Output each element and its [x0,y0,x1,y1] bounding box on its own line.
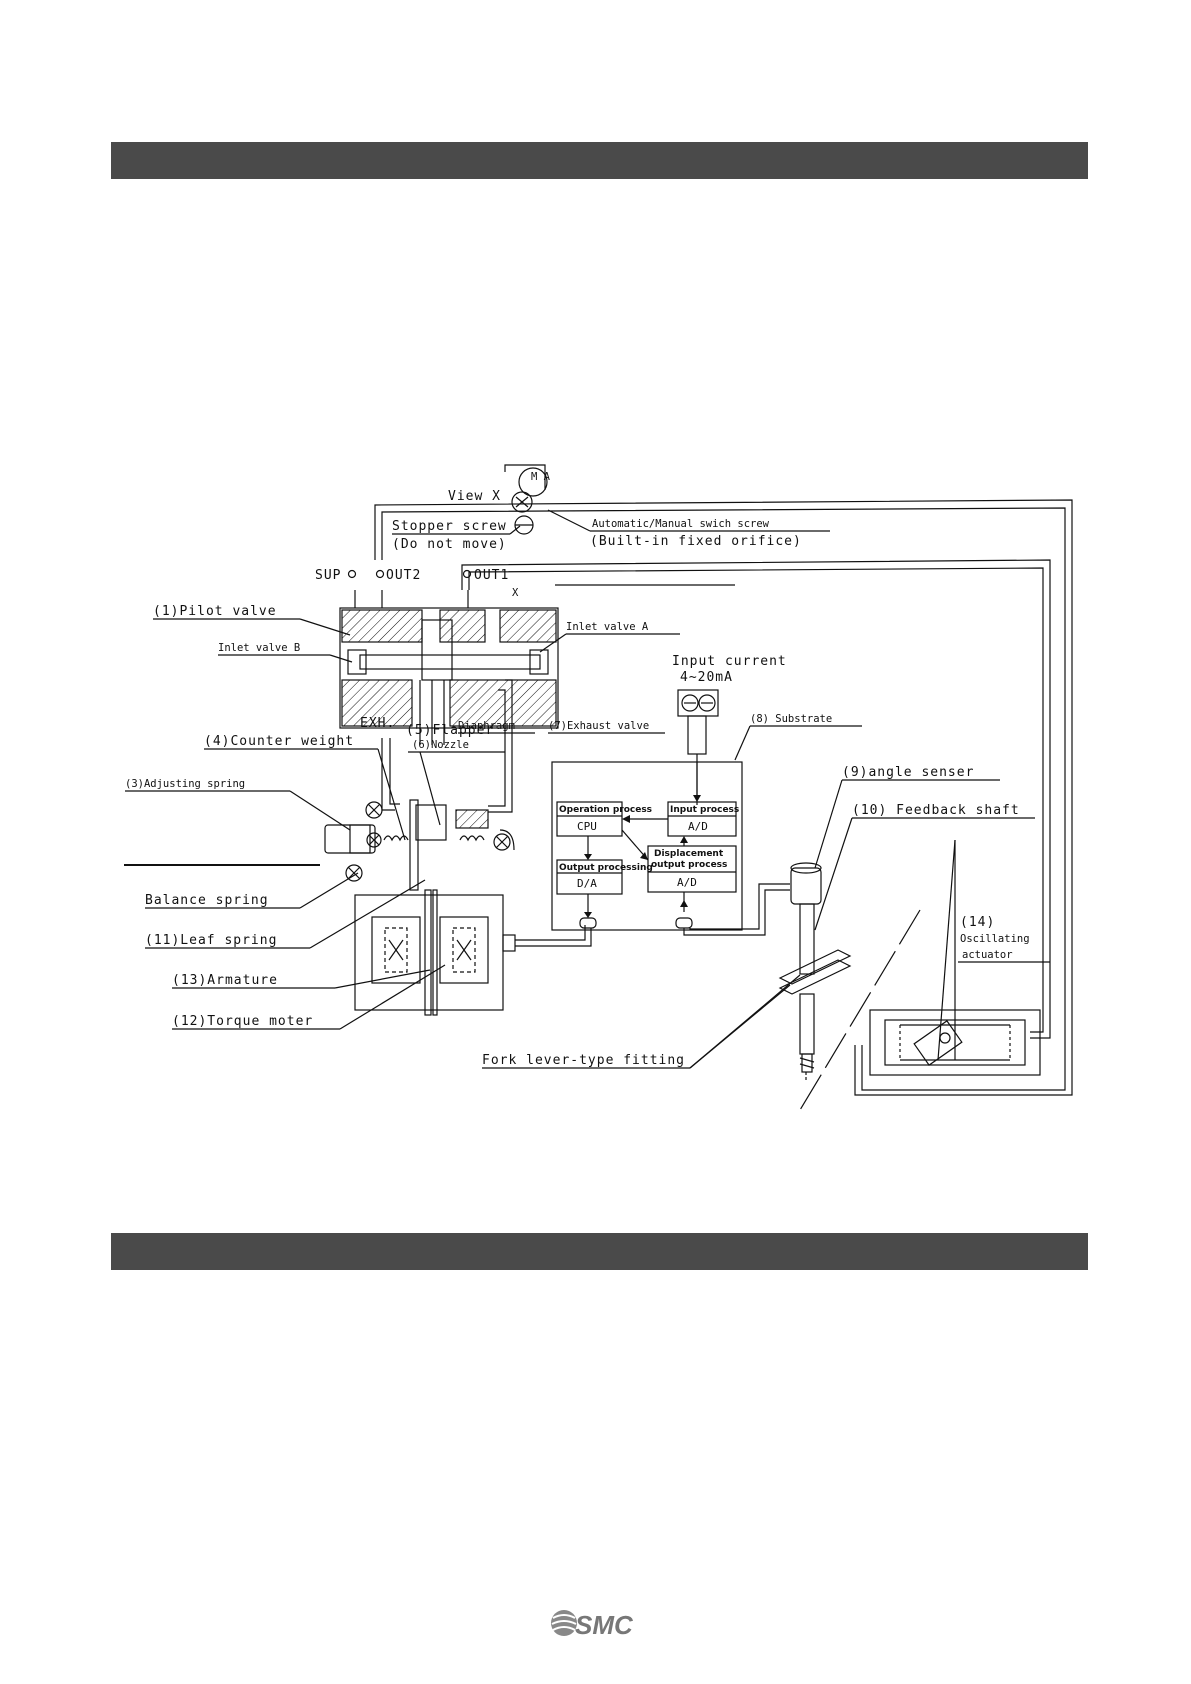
section-header-bar-top [111,142,1088,179]
leaf-spring-label: (11)Leaf spring [145,933,277,948]
operation-process-value: CPU [577,820,597,833]
inlet-valve-a-label: Inlet valve A [566,621,649,633]
pilot-valve-body [339,590,559,745]
oscillating-actuator [869,1009,1041,1076]
smc-logo: SMC [551,1610,634,1640]
do-not-move-label: (Do not move) [392,537,507,552]
counter-weight-label: (4)Counter weight [204,734,354,749]
smc-logo-text: SMC [575,1610,634,1640]
oscillating-label-1: Oscillating [960,933,1030,945]
angle-sensor-label: (9)angle senser [842,765,974,780]
oscillating-label-2: actuator [962,949,1013,961]
out2-port-label: OUT2 [386,568,421,583]
sup-port-label: SUP [315,568,341,583]
view-x-label: View X [448,489,501,504]
nozzle-label: (6)Nozzle [412,739,469,751]
flapper-nozzle-assembly [124,679,515,891]
displacement-title-2: output process [651,860,727,870]
input-current-label: Input current [672,654,787,669]
torque-motor-label: (12)Torque moter [172,1014,313,1029]
oscillating-number-label: (14) [960,915,995,930]
fork-lever-label: Fork lever-type fitting [482,1053,685,1068]
out1-port-label: OUT1 [474,568,509,583]
section-header-bar-bottom [111,1233,1088,1270]
input-process-value: A/D [688,820,708,833]
feedback-shaft-label: (10) Feedback shaft [852,803,1020,818]
auto-manual-switch [504,464,548,535]
pilot-valve-label: (1)Pilot valve [153,604,277,619]
operation-process-title: Operation process [559,805,652,815]
output-processing-title: Output processing [559,863,653,873]
auto-manual-screw-label: Automatic/Manual swich screw [592,518,770,530]
input-process-title: Input process [670,805,739,815]
displacement-title-1: Displacement [654,849,724,859]
terminal-block [677,689,719,805]
view-x-marker: X [512,587,519,599]
balance-spring-label: Balance spring [145,893,269,908]
substrate-label: (8) Substrate [750,713,832,725]
input-current-range-label: 4~20mA [680,670,733,685]
substrate-board [551,761,743,931]
stopper-screw-label: Stopper screw [392,519,507,534]
angle-sensor-assembly [683,862,852,1082]
adjusting-spring-label: (3)Adjusting spring [125,778,245,790]
exh-label: EXH. [360,716,395,731]
flapper-label: (5)Flapper [406,723,494,738]
tubing [374,499,1073,1096]
armature-label: (13)Armature [172,973,278,988]
exhaust-valve-label: (7)Exhaust valve [548,720,649,732]
built-in-orifice-label: (Built-in fixed orifice) [590,534,802,549]
torque-motor [354,889,592,1016]
diaphragm-label: Diaphragm [458,720,515,732]
displacement-value: A/D [677,876,697,889]
inlet-valve-b-label: Inlet valve B [218,642,300,654]
output-processing-value: D/A [577,877,597,890]
switch-ma-label: M A [531,471,551,483]
